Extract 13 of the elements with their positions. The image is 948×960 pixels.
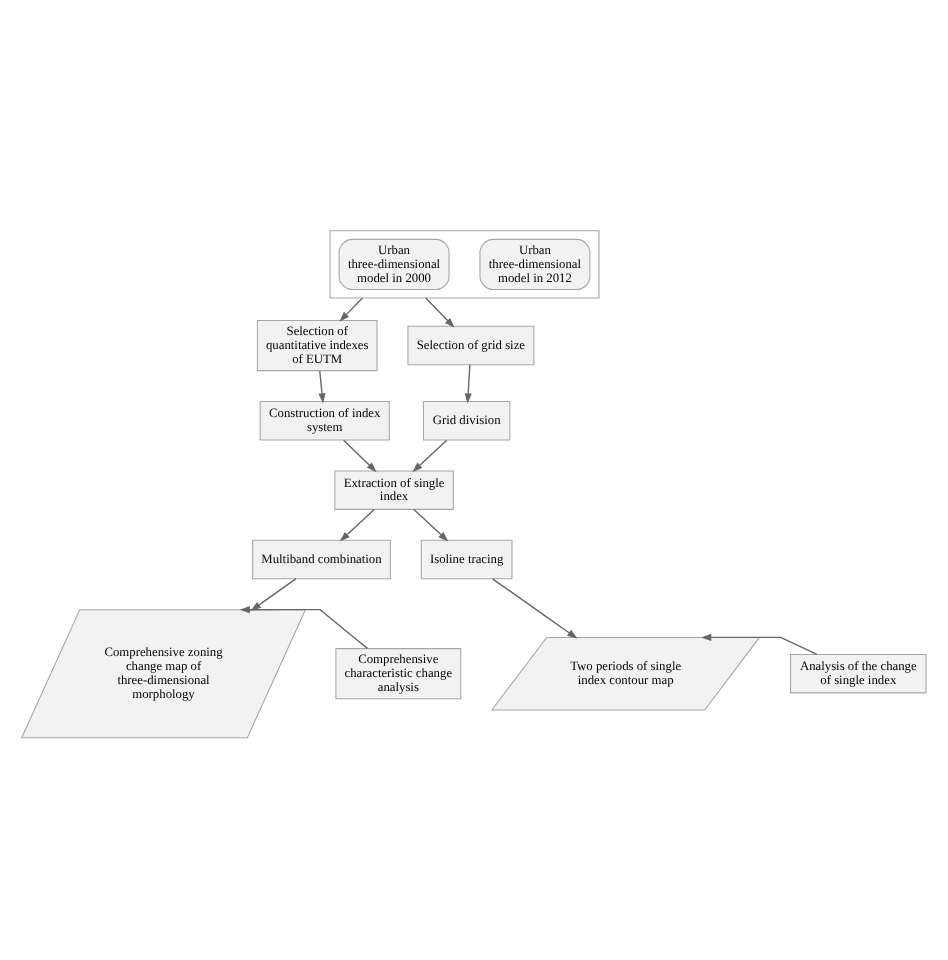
cluster — [329, 230, 600, 299]
arrow — [318, 370, 326, 404]
arrow — [413, 508, 449, 542]
arrow — [339, 297, 364, 322]
arrow — [339, 508, 375, 542]
arrow — [412, 439, 448, 473]
arrow — [239, 606, 369, 650]
arrow — [464, 364, 472, 404]
arrow — [425, 297, 455, 328]
arrow — [250, 578, 297, 611]
arrow — [491, 578, 578, 639]
arrow — [701, 633, 818, 655]
arrow — [342, 439, 377, 473]
